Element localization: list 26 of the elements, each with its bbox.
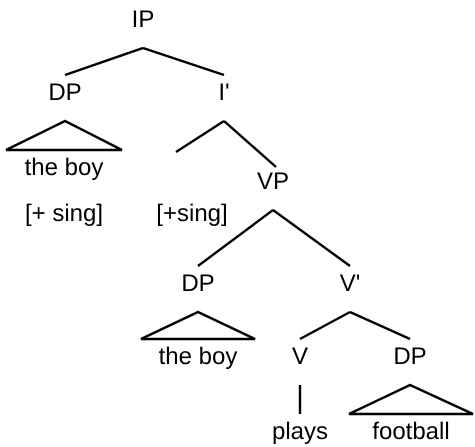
tree-node-label: the boy [158, 345, 238, 369]
roof-triangle [4, 120, 124, 152]
branch-line [299, 310, 351, 340]
tree-node-label: V [292, 345, 308, 369]
tree-node-label: IP [132, 8, 154, 32]
tree-node-label: DP [48, 81, 82, 105]
tree-node-label: V' [340, 272, 360, 296]
tree-node-label: DP [181, 272, 215, 296]
branch-line [350, 310, 410, 340]
tree-node-label: plays [272, 420, 328, 444]
branch-line [64, 46, 144, 76]
tree-node-label: the boy [24, 156, 104, 180]
tree-node-label: I' [218, 81, 230, 105]
branch-line [175, 120, 225, 153]
roof-triangle [348, 384, 474, 416]
tree-node-label: [+sing] [156, 202, 228, 226]
branch-line [197, 209, 274, 267]
branch-line [223, 120, 277, 168]
branch-line [272, 209, 351, 267]
feature-label: [+ sing] [24, 202, 104, 226]
tree-node-label: DP [393, 345, 427, 369]
branch-line [298, 385, 302, 414]
branch-line [142, 46, 224, 76]
tree-node-label: VP [257, 170, 289, 194]
tree-node-label: football [372, 420, 450, 444]
roof-triangle [140, 310, 256, 340]
